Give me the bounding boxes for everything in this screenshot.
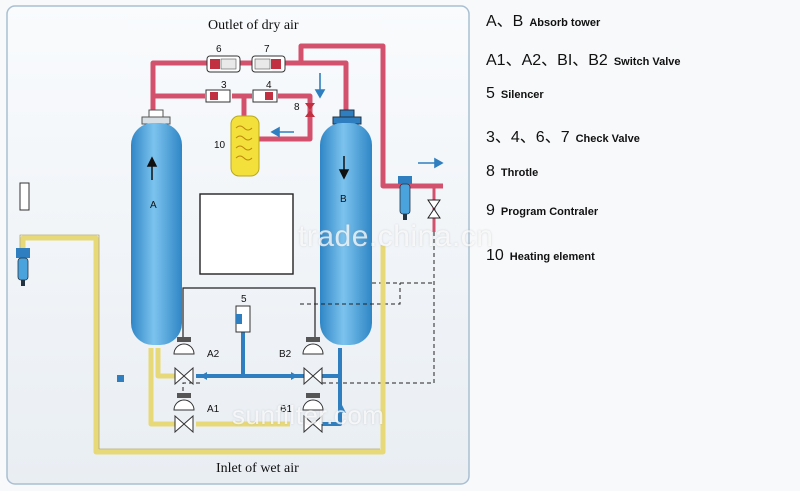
check-valve-3 bbox=[205, 89, 231, 103]
tower-a bbox=[131, 109, 182, 345]
heater-10 bbox=[230, 115, 260, 177]
program-controller bbox=[199, 193, 294, 275]
down-arrow-icon bbox=[338, 156, 350, 180]
throttle-8 bbox=[305, 103, 315, 117]
watermark-center: trade.china.cn bbox=[298, 220, 494, 253]
legend-item: 8 Throtle bbox=[486, 163, 538, 181]
legend-key: A1、A2、BI、B2 bbox=[486, 52, 608, 69]
legend-key: 10 bbox=[486, 247, 504, 264]
legend-desc: Switch Valve bbox=[613, 56, 681, 68]
label-b2: B2 bbox=[279, 349, 292, 360]
legend-key: A、B bbox=[486, 13, 524, 30]
legend-item: 10 Heating element bbox=[486, 247, 595, 265]
up-arrow-icon bbox=[146, 156, 158, 180]
control-lines bbox=[182, 287, 316, 340]
legend-desc: Check Valve bbox=[575, 133, 640, 145]
label-5: 5 bbox=[241, 294, 247, 305]
label-4: 4 bbox=[266, 80, 272, 91]
legend-desc: Absorb tower bbox=[529, 17, 601, 29]
legend-desc: Heating element bbox=[509, 251, 595, 263]
label-10: 10 bbox=[214, 140, 226, 151]
tower-a-label: A bbox=[150, 200, 157, 211]
tower-b bbox=[320, 109, 372, 345]
legend-key: 9 bbox=[486, 202, 495, 219]
check-valve-6 bbox=[206, 55, 241, 73]
outlet-arrow-icon bbox=[418, 157, 444, 169]
dry-air-piping bbox=[150, 43, 443, 189]
tower-b-label: B bbox=[340, 194, 347, 205]
legend-item: 9 Program Contraler bbox=[486, 202, 598, 220]
legend-item: A1、A2、BI、B2 Switch Valve bbox=[486, 46, 681, 70]
legend-key: 8 bbox=[486, 163, 495, 180]
legend-desc: Program Contraler bbox=[500, 206, 599, 218]
legend-item: A、B Absorb tower bbox=[486, 7, 600, 31]
indicator-square bbox=[117, 375, 124, 382]
label-a2: A2 bbox=[207, 349, 220, 360]
flow-arrow-icon bbox=[270, 73, 326, 138]
legend-desc: Throtle bbox=[500, 167, 539, 179]
wet-air-piping-outline bbox=[19, 234, 380, 450]
outlet-filter bbox=[398, 176, 412, 220]
label-6: 6 bbox=[216, 44, 222, 55]
switch-valve-b1 bbox=[302, 393, 324, 434]
inlet-filter bbox=[16, 182, 30, 286]
outlet-valve bbox=[427, 186, 441, 232]
check-valve-7 bbox=[251, 55, 286, 73]
legend-key: 3、4、6、7 bbox=[486, 129, 570, 146]
legend-item: 3、4、6、7 Check Valve bbox=[486, 123, 640, 147]
switch-valve-a1 bbox=[173, 393, 195, 434]
inlet-title: Inlet of wet air bbox=[216, 461, 299, 476]
wet-air-piping bbox=[20, 235, 386, 455]
regen-piping bbox=[196, 325, 342, 426]
label-8: 8 bbox=[294, 102, 300, 113]
silencer-5 bbox=[235, 305, 251, 333]
label-7: 7 bbox=[264, 44, 270, 55]
legend-item: 5 Silencer bbox=[486, 85, 544, 103]
label-a1: A1 bbox=[207, 404, 220, 415]
watermark-bottom: sunfilter.com bbox=[232, 400, 385, 430]
switch-valve-a2 bbox=[173, 337, 195, 386]
switch-valve-b2 bbox=[302, 337, 324, 386]
label-3: 3 bbox=[221, 80, 227, 91]
outlet-title: Outlet of dry air bbox=[208, 18, 299, 33]
legend-desc: Silencer bbox=[500, 89, 544, 101]
label-b1: B1 bbox=[280, 404, 293, 415]
check-valve-4 bbox=[252, 89, 278, 103]
legend-key: 5 bbox=[486, 85, 495, 102]
